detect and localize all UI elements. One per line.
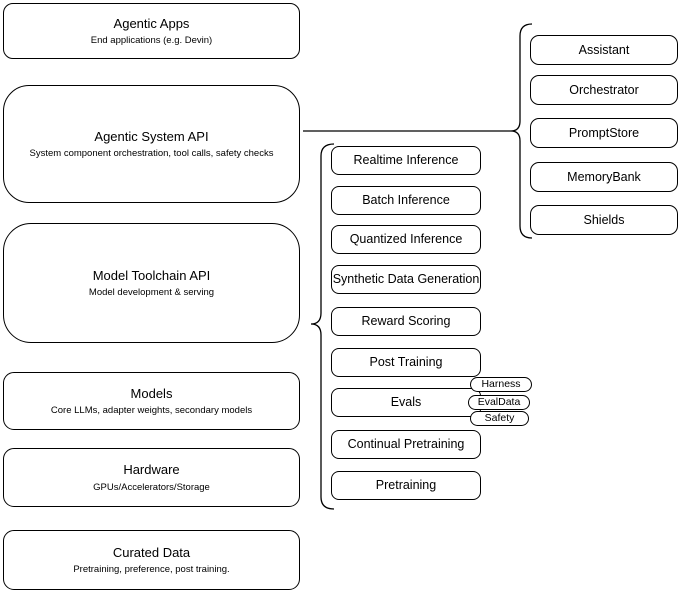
node-memorybank: MemoryBank — [530, 162, 678, 192]
node-title: Hardware — [123, 462, 180, 477]
node-continual-pretraining: Continual Pretraining — [331, 430, 481, 459]
pill-label: Safety — [484, 412, 515, 425]
node-subtitle: End applications (e.g. Devin) — [90, 35, 213, 47]
node-curated-data: Curated Data Pretraining, preference, po… — [3, 530, 300, 590]
node-title: Model Toolchain API — [92, 267, 211, 283]
node-label: MemoryBank — [567, 169, 641, 184]
node-promptstore: PromptStore — [530, 118, 678, 148]
node-title: Curated Data — [112, 544, 191, 560]
node-orchestrator: Orchestrator — [530, 75, 678, 105]
node-label: Assistant — [578, 42, 630, 57]
node-model-toolchain-api: Model Toolchain API Model development & … — [3, 223, 300, 343]
node-post-training: Post Training — [331, 348, 481, 377]
node-subtitle: System component orchestration, tool cal… — [29, 148, 274, 160]
node-label: Shields — [583, 212, 625, 227]
node-subtitle: Core LLMs, adapter weights, secondary mo… — [50, 405, 253, 417]
node-label: Post Training — [369, 355, 443, 369]
pill-label: Harness — [481, 378, 521, 391]
pill-label: EvalData — [477, 396, 521, 409]
node-subtitle: GPUs/Accelerators/Storage — [93, 481, 210, 493]
node-synthetic-data-generation: Synthetic Data Generation — [331, 265, 481, 294]
node-label: PromptStore — [568, 125, 640, 140]
pill-harness: Harness — [470, 377, 532, 392]
node-label: Continual Pretraining — [347, 437, 465, 451]
node-evals: Evals — [331, 388, 481, 417]
node-label: Orchestrator — [569, 82, 639, 97]
node-agentic-system-api: Agentic System API System component orch… — [3, 85, 300, 203]
node-assistant: Assistant — [530, 35, 678, 65]
node-label: Evals — [390, 395, 422, 409]
node-pretraining: Pretraining — [331, 471, 481, 500]
node-shields: Shields — [530, 205, 678, 235]
node-agentic-apps: Agentic Apps End applications (e.g. Devi… — [3, 3, 300, 59]
pill-safety: Safety — [470, 411, 529, 426]
node-label: Reward Scoring — [361, 314, 451, 328]
node-title: Agentic System API — [94, 128, 209, 144]
node-label: Synthetic Data Generation — [332, 272, 480, 286]
node-reward-scoring: Reward Scoring — [331, 307, 481, 336]
node-realtime-inference: Realtime Inference — [331, 146, 481, 175]
node-subtitle: Model development & serving — [88, 287, 215, 299]
right-brace — [510, 23, 533, 239]
node-subtitle: Pretraining, preference, post training. — [73, 564, 230, 576]
node-quantized-inference: Quantized Inference — [331, 225, 481, 254]
node-label: Quantized Inference — [349, 232, 463, 246]
node-title: Models — [130, 385, 173, 401]
node-label: Pretraining — [375, 478, 437, 492]
node-batch-inference: Batch Inference — [331, 186, 481, 215]
node-models: Models Core LLMs, adapter weights, secon… — [3, 372, 300, 430]
node-label: Realtime Inference — [353, 153, 459, 167]
pill-evaldata: EvalData — [468, 395, 530, 410]
node-hardware: Hardware GPUs/Accelerators/Storage — [3, 448, 300, 507]
node-label: Batch Inference — [362, 193, 450, 207]
middle-brace — [310, 143, 335, 510]
node-title: Agentic Apps — [113, 15, 190, 31]
